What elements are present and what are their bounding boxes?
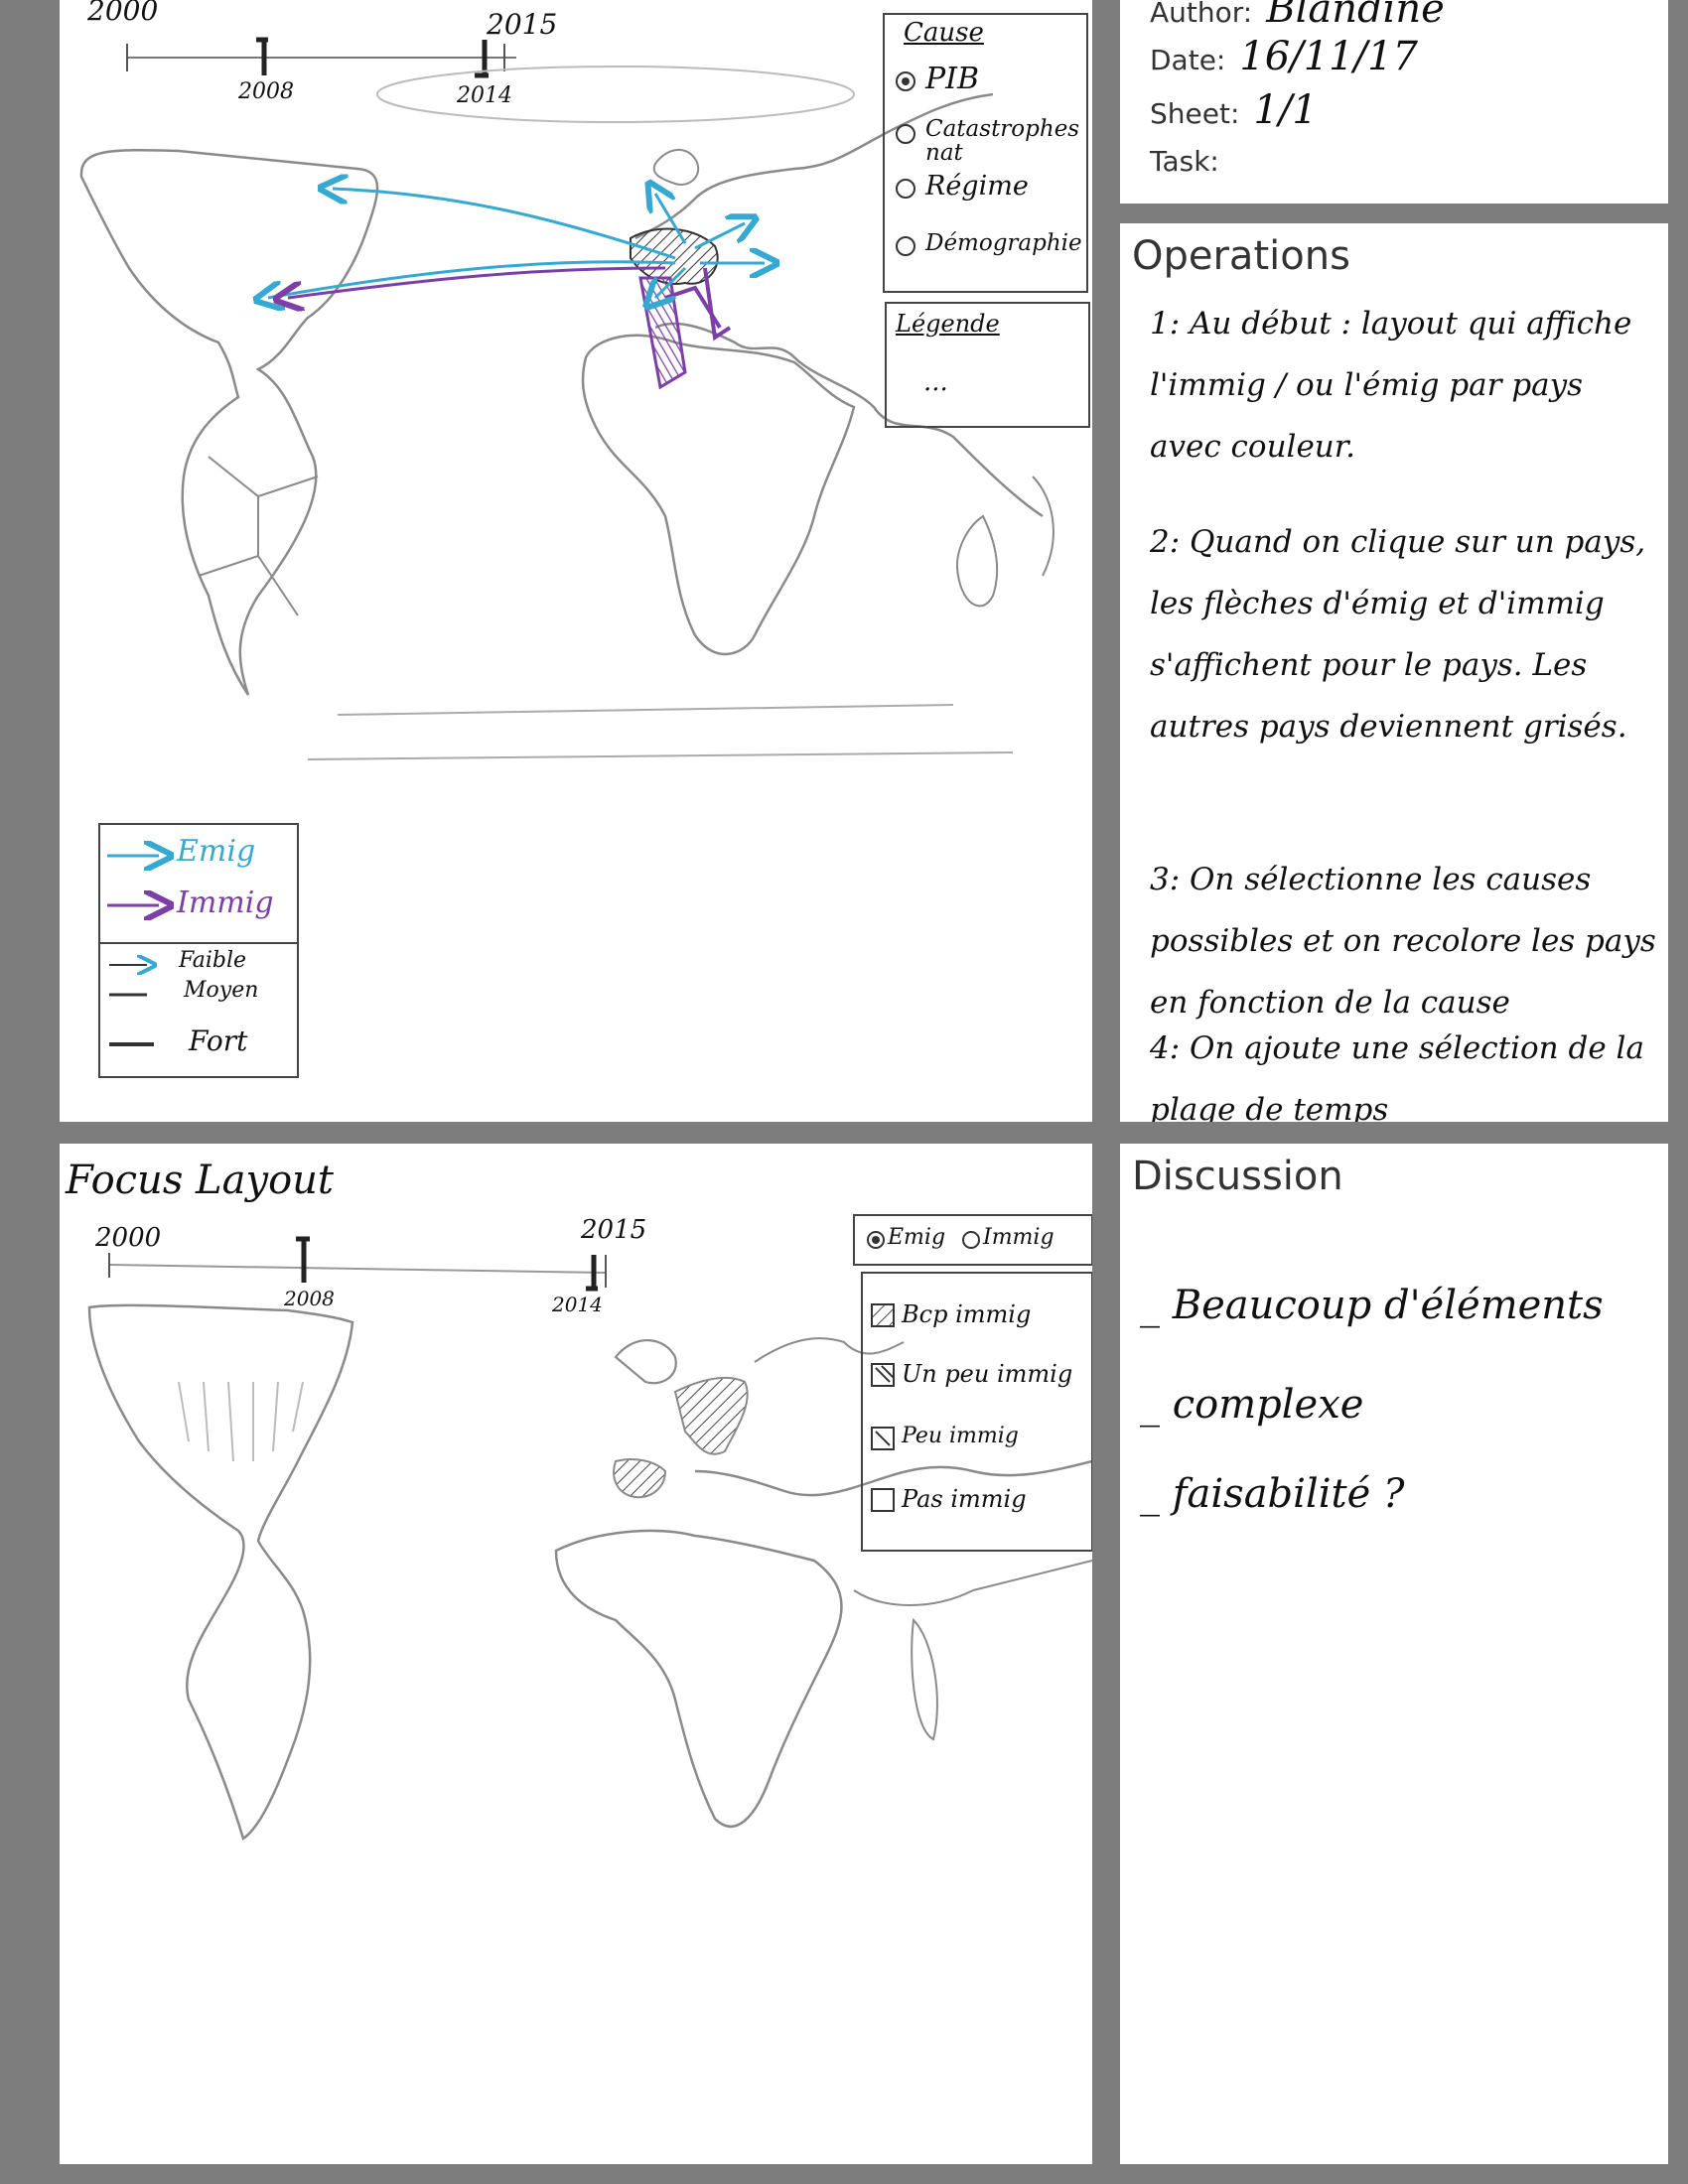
- focus-timeline-sel-start: 2008: [284, 1287, 335, 1310]
- focus-americas-shape: [87, 1303, 354, 1841]
- cause-option-regime[interactable]: Régime: [925, 171, 1029, 202]
- focus-timeline-start-handle: [296, 1236, 310, 1283]
- timeline-end-handle: [475, 40, 489, 78]
- toggle-emig[interactable]: [867, 1231, 885, 1249]
- toggle-immig-label[interactable]: Immig: [983, 1225, 1055, 1250]
- focus-legend-frame: [853, 1214, 1092, 1552]
- sheet-label: Sheet:: [1150, 97, 1240, 130]
- timeline-end-year: 2015: [487, 8, 558, 41]
- cause-option-catastrophes[interactable]: Catastrophes nat: [925, 116, 1080, 166]
- americas-shape: [79, 149, 379, 696]
- focus-timeline-start-year: 2000: [95, 1223, 162, 1253]
- radio-regime[interactable]: [896, 179, 915, 199]
- focus-africa-shape: [554, 1529, 843, 1828]
- operation-item: 1: Au début : layout qui affiche l'immig…: [1150, 306, 1632, 465]
- flow-legend: [98, 823, 299, 1078]
- focus-map-sketch: [87, 1214, 1092, 1841]
- focus-layout-panel: Focus Layout 2000 2015 2008 2014 Emig Im…: [60, 1144, 1092, 2164]
- date-label: Date:: [1150, 44, 1226, 76]
- toggle-immig[interactable]: [962, 1231, 980, 1249]
- cause-panel-frame: [883, 13, 1090, 428]
- focus-legend-item: Peu immig: [902, 1424, 1019, 1448]
- timeline[interactable]: [126, 37, 855, 123]
- focus-timeline-sel-end: 2014: [552, 1293, 603, 1316]
- legend-immig: Immig: [177, 886, 274, 920]
- discussion-item: _ complexe: [1140, 1382, 1364, 1428]
- discussion-item: _ faisabilité ?: [1140, 1471, 1405, 1517]
- sheet-meta-panel: Author: Blandine Date: 16/11/17 Sheet: 1…: [1120, 0, 1668, 204]
- focus-legend-item: Pas immig: [902, 1485, 1027, 1513]
- author-label: Author:: [1150, 0, 1253, 29]
- legend-title: Légende: [896, 310, 1000, 338]
- cause-option-demographie[interactable]: Démographie: [925, 230, 1082, 256]
- legend-size-moyen: Moyen: [184, 978, 259, 1003]
- operation-item: 4: On ajoute une sélection de la plage d…: [1150, 1030, 1644, 1122]
- date-value: 16/11/17: [1239, 34, 1419, 79]
- sheet-value: 1/1: [1253, 87, 1318, 133]
- author-value: Blandine: [1266, 0, 1445, 32]
- timeline-sel-start: 2008: [238, 79, 294, 104]
- task-label: Task:: [1150, 145, 1219, 178]
- legend-emig: Emig: [177, 834, 256, 869]
- radio-demographie[interactable]: [896, 236, 915, 256]
- radio-catastrophes[interactable]: [896, 124, 915, 144]
- discussion-title: Discussion: [1132, 1154, 1343, 1199]
- cause-option-pib[interactable]: PIB: [925, 62, 980, 96]
- operations-panel: Operations 1: Au début : layout qui affi…: [1120, 223, 1668, 1122]
- timeline-sel-end: 2014: [457, 83, 512, 108]
- timeline-start-year: 2000: [87, 0, 159, 27]
- focus-timeline-end-handle: [586, 1255, 598, 1292]
- world-map-sketch: [79, 13, 1090, 1078]
- main-layout-panel: 2000 2015 2008 2014 Cause PIB Catastroph…: [60, 0, 1092, 1122]
- focus-title: Focus Layout: [66, 1158, 334, 1203]
- focus-timeline-end-year: 2015: [581, 1215, 647, 1245]
- operations-title: Operations: [1132, 233, 1350, 279]
- cause-title: Cause: [904, 18, 984, 48]
- toggle-emig-label[interactable]: Emig: [888, 1225, 946, 1250]
- focus-legend-item: Un peu immig: [902, 1360, 1073, 1388]
- timeline-start-handle: [256, 37, 268, 75]
- discussion-item: _ Beaucoup d'éléments: [1140, 1283, 1604, 1328]
- discussion-panel: Discussion _ Beaucoup d'éléments _ compl…: [1120, 1144, 1668, 2164]
- legend-ellipsis: ...: [923, 367, 948, 397]
- operation-item: 3: On sélectionne les causes possibles e…: [1150, 862, 1656, 1021]
- focus-timeline[interactable]: [108, 1236, 607, 1292]
- legend-size-faible: Faible: [179, 948, 247, 973]
- operation-item: 2: Quand on clique sur un pays, les flèc…: [1150, 524, 1646, 745]
- radio-pib[interactable]: [896, 71, 915, 91]
- legend-size-fort: Fort: [189, 1024, 248, 1057]
- focus-legend-item: Bcp immig: [902, 1300, 1032, 1328]
- africa-shape: [581, 334, 856, 655]
